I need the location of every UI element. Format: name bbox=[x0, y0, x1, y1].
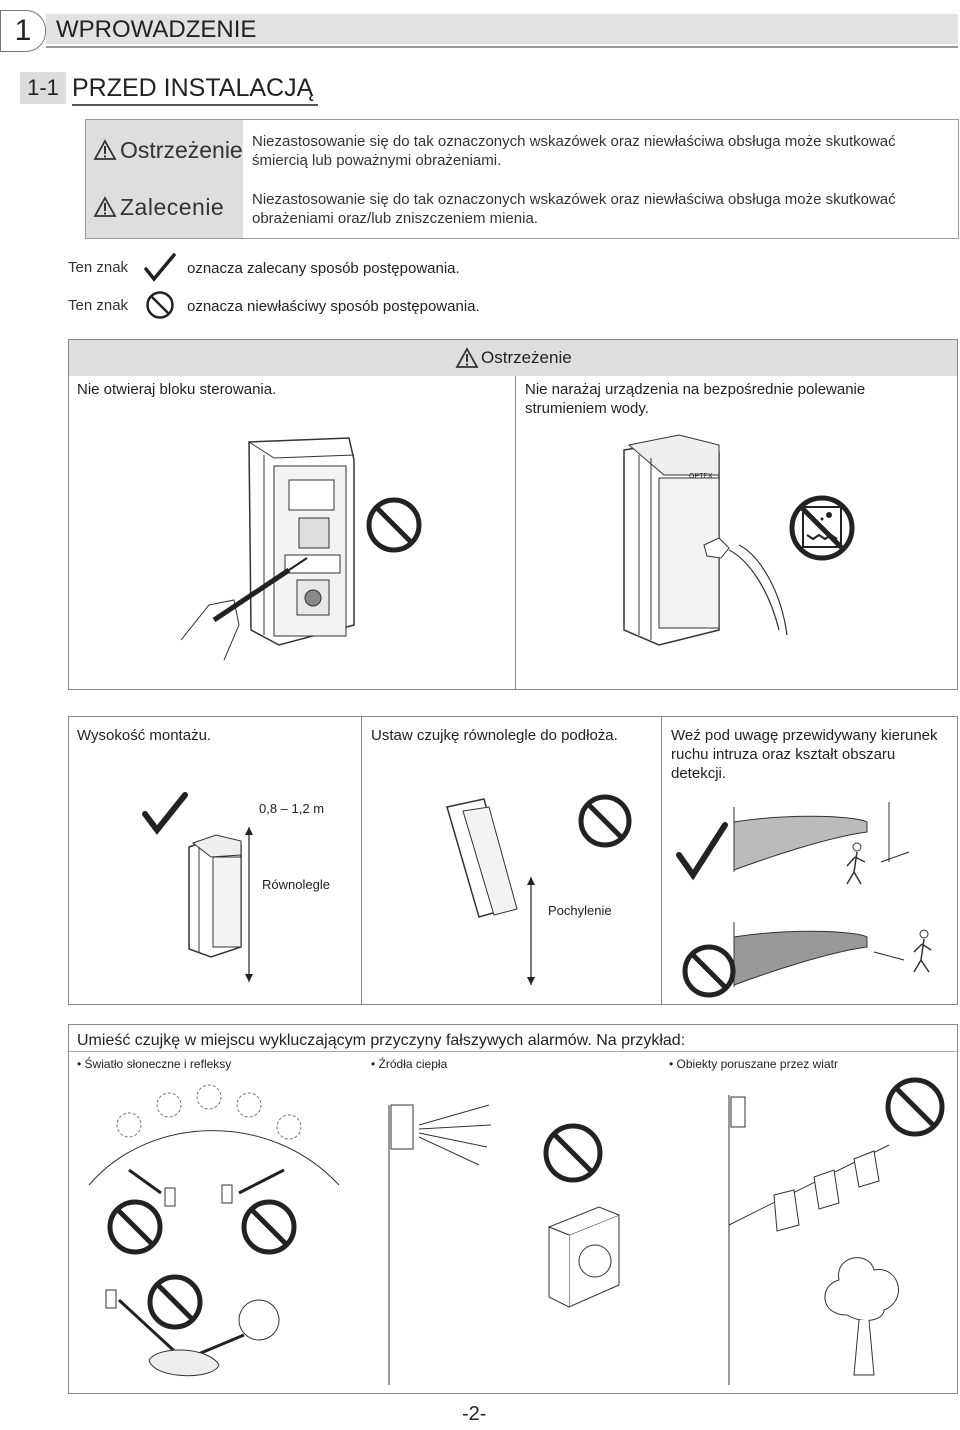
movement-direction-text: Weź pod uwagę przewidywany kierunek ruch… bbox=[671, 727, 938, 782]
parallel-label: Równolegle bbox=[262, 877, 330, 892]
legend-row-caution: Zalecenie bbox=[86, 178, 243, 236]
legend-text-caution: Niezastosowanie się do tak oznaczonych w… bbox=[252, 191, 896, 227]
tilted-sensor-illustration bbox=[446, 798, 535, 985]
warning-box-title: Ostrzeżenie bbox=[481, 348, 572, 367]
section-title: PRZED INSTALACJĄ bbox=[72, 74, 314, 102]
warning-triangle-icon bbox=[93, 139, 117, 160]
tilt-label: Pochylenie bbox=[548, 903, 612, 918]
legend-label-caution: Zalecenie bbox=[120, 194, 225, 220]
section-underline bbox=[72, 104, 318, 106]
symbol-improper-text: oznacza niewłaściwy sposób postępowania. bbox=[187, 298, 480, 315]
example-sunlight-label: Światło słoneczne i refleksy bbox=[84, 1057, 232, 1071]
prohibited-icon bbox=[578, 794, 632, 848]
example-sunlight: • Światło słoneczne i refleksy bbox=[77, 1057, 232, 1071]
column-divider bbox=[661, 717, 662, 1004]
parallel-instruction-text: Ustaw czujkę równolegle do podłoża. bbox=[371, 727, 618, 744]
page-number: -2- bbox=[462, 1403, 487, 1425]
sensor-water-illustration: OPTEX bbox=[623, 434, 788, 646]
no-water-spray-icon bbox=[789, 495, 855, 561]
warning-box: Ostrzeżenie Nie otwieraj bloku sterowani… bbox=[68, 339, 958, 690]
caution-triangle-icon bbox=[93, 196, 117, 217]
column-divider bbox=[361, 717, 362, 1004]
header-divider bbox=[69, 1051, 957, 1052]
prohibited-icon bbox=[366, 497, 422, 553]
warning-box-header bbox=[69, 340, 957, 376]
false-alarm-header: Umieść czujkę w miejscu wykluczającym pr… bbox=[77, 1032, 686, 1049]
legend-table: Ostrzeżenie Zalecenie Niezastosowanie si… bbox=[85, 119, 959, 239]
prohibited-icon bbox=[682, 944, 736, 998]
prohibited-icon bbox=[107, 1199, 163, 1255]
legend-text-warning: Niezastosowanie się do tak oznaczonych w… bbox=[252, 133, 896, 169]
column-divider bbox=[515, 376, 516, 689]
prohibited-icon bbox=[147, 1274, 203, 1330]
chapter-number: 1 bbox=[0, 10, 46, 52]
wind-objects-illustration bbox=[728, 1095, 899, 1385]
false-alarm-box: Umieść czujkę w miejscu wykluczającym pr… bbox=[68, 1024, 958, 1394]
heat-source-illustration bbox=[388, 1104, 620, 1385]
example-heat-label: Źródła ciepła bbox=[378, 1057, 448, 1071]
open-control-unit-illustration bbox=[180, 437, 355, 661]
prohibited-icon bbox=[146, 291, 174, 319]
section-number: 1-1 bbox=[20, 72, 66, 104]
example-heat: • Źródła ciepła bbox=[371, 1057, 448, 1071]
sensor-height-illustration bbox=[188, 827, 253, 982]
legend-label-column bbox=[86, 120, 243, 238]
no-water-text: Nie narażaj urządzenia na bezpośrednie p… bbox=[525, 381, 866, 417]
legend-label-warning: Ostrzeżenie bbox=[120, 137, 243, 163]
symbol-recommended-text: oznacza zalecany sposób postępowania. bbox=[187, 260, 460, 277]
legend-row-warning: Ostrzeżenie bbox=[86, 120, 243, 178]
detection-area-illustration bbox=[733, 802, 932, 987]
example-wind-label: Obiekty poruszane przez wiatr bbox=[676, 1057, 838, 1071]
example-wind: • Obiekty poruszane przez wiatr bbox=[669, 1057, 838, 1071]
chapter-title: WPROWADZENIE bbox=[56, 16, 257, 43]
height-range-label: 0,8 – 1,2 m bbox=[259, 801, 325, 816]
symbol-prefix-2: Ten znak bbox=[68, 297, 129, 314]
no-open-text: Nie otwieraj bloku sterowania. bbox=[77, 381, 277, 398]
checkmark-icon bbox=[142, 792, 188, 835]
warning-triangle-icon bbox=[455, 347, 479, 368]
brand-label: OPTEX bbox=[689, 473, 713, 480]
chapter-bar bbox=[46, 14, 958, 44]
prohibited-icon bbox=[543, 1123, 603, 1183]
prohibited-icon bbox=[241, 1199, 297, 1255]
installation-box: Wysokość montażu. 0,8 – 1,2 m Równolegle… bbox=[68, 716, 958, 1005]
checkmark-icon bbox=[676, 822, 728, 881]
symbol-prefix-1: Ten znak bbox=[68, 259, 129, 276]
chapter-header: 1 WPROWADZENIE bbox=[0, 10, 960, 52]
chapter-underline bbox=[46, 46, 958, 48]
sunlight-illustration bbox=[88, 1084, 340, 1377]
mount-height-text: Wysokość montażu. bbox=[77, 727, 212, 744]
checkmark-icon bbox=[144, 253, 176, 282]
prohibited-icon bbox=[885, 1077, 945, 1137]
